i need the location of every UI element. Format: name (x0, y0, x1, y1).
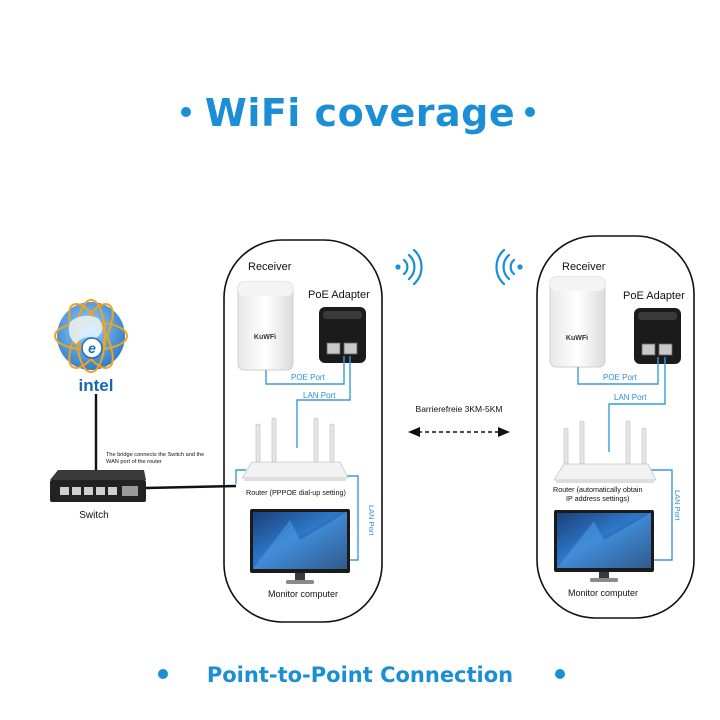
right-panel-frame (536, 235, 695, 619)
bullet-dot-icon (555, 669, 565, 679)
bridge-note-line1: The bridge connects the Switch and the (106, 452, 204, 458)
switch-label: Switch (79, 510, 108, 521)
bullet-dot-icon (158, 669, 168, 679)
arrow-left-icon (408, 427, 420, 437)
right-poe-label: PoE Adapter (623, 290, 685, 302)
left-lan-port-label: LAN Port (303, 391, 336, 400)
right-receiver-label: Receiver (562, 261, 606, 273)
right-lan-port-vertical: LAN Port (673, 490, 682, 521)
left-router-icon (241, 417, 349, 481)
wifi-signal-left-icon (495, 248, 523, 286)
left-poe-port-label: POE Port (291, 373, 326, 382)
right-monitor-label: Monitor computer (568, 588, 638, 598)
right-poe-adapter-icon (634, 308, 681, 364)
switch-icon (50, 470, 146, 502)
left-router-label: Router (PPPOE dial-up setting) (246, 488, 346, 497)
right-receiver-icon: KuWFi (549, 276, 606, 368)
left-station-panel: Receiver KuWFi PoE Adapter POE Port LAN … (223, 239, 383, 623)
left-receiver-icon: KuWFi (237, 281, 294, 371)
right-station-panel: Receiver KuWFi PoE Adapter POE Port LAN … (536, 235, 695, 619)
left-poe-label: PoE Adapter (308, 289, 370, 301)
bullet-dot-icon (181, 107, 191, 117)
footer-row: Point-to-Point Connection (158, 663, 565, 687)
right-router-icon (553, 420, 657, 483)
distance-label: Barrierefreie 3KM-5KM (416, 404, 503, 414)
right-monitor-icon (554, 510, 654, 582)
wifi-signal-right-icon (395, 248, 423, 286)
arrow-right-icon (498, 427, 510, 437)
right-router-label-line1: Router (automatically obtain (553, 485, 643, 494)
left-receiver-label: Receiver (248, 261, 292, 273)
isp-logo-text: intel (79, 376, 114, 395)
distance-indicator: Barrierefreie 3KM-5KM (408, 404, 510, 437)
left-monitor-icon (250, 509, 350, 584)
right-blue-lines (577, 357, 673, 561)
right-receiver-brand: KuWFi (566, 335, 588, 342)
right-lan-port-label: LAN Port (614, 393, 647, 402)
bullet-dot-icon (525, 107, 535, 117)
right-router-label-line2: IP address settings) (566, 494, 629, 503)
title-row: WiFi coverage (181, 91, 535, 135)
bridge-note-line2: WAN port of the router (106, 459, 162, 465)
switch-router-cable (145, 484, 237, 490)
left-lan-port-vertical: LAN Port (367, 505, 376, 536)
globe-icon: e (54, 299, 128, 373)
left-router-uplink-line (235, 469, 246, 484)
e-letter-icon: e (88, 340, 96, 356)
footer-caption: Point-to-Point Connection (207, 663, 513, 687)
left-panel-frame (223, 239, 383, 623)
left-poe-adapter-icon (319, 307, 366, 363)
right-poe-port-label: POE Port (603, 373, 638, 382)
left-monitor-label: Monitor computer (268, 589, 338, 599)
left-receiver-brand: KuWFi (254, 334, 276, 341)
page-title: WiFi coverage (205, 91, 515, 135)
